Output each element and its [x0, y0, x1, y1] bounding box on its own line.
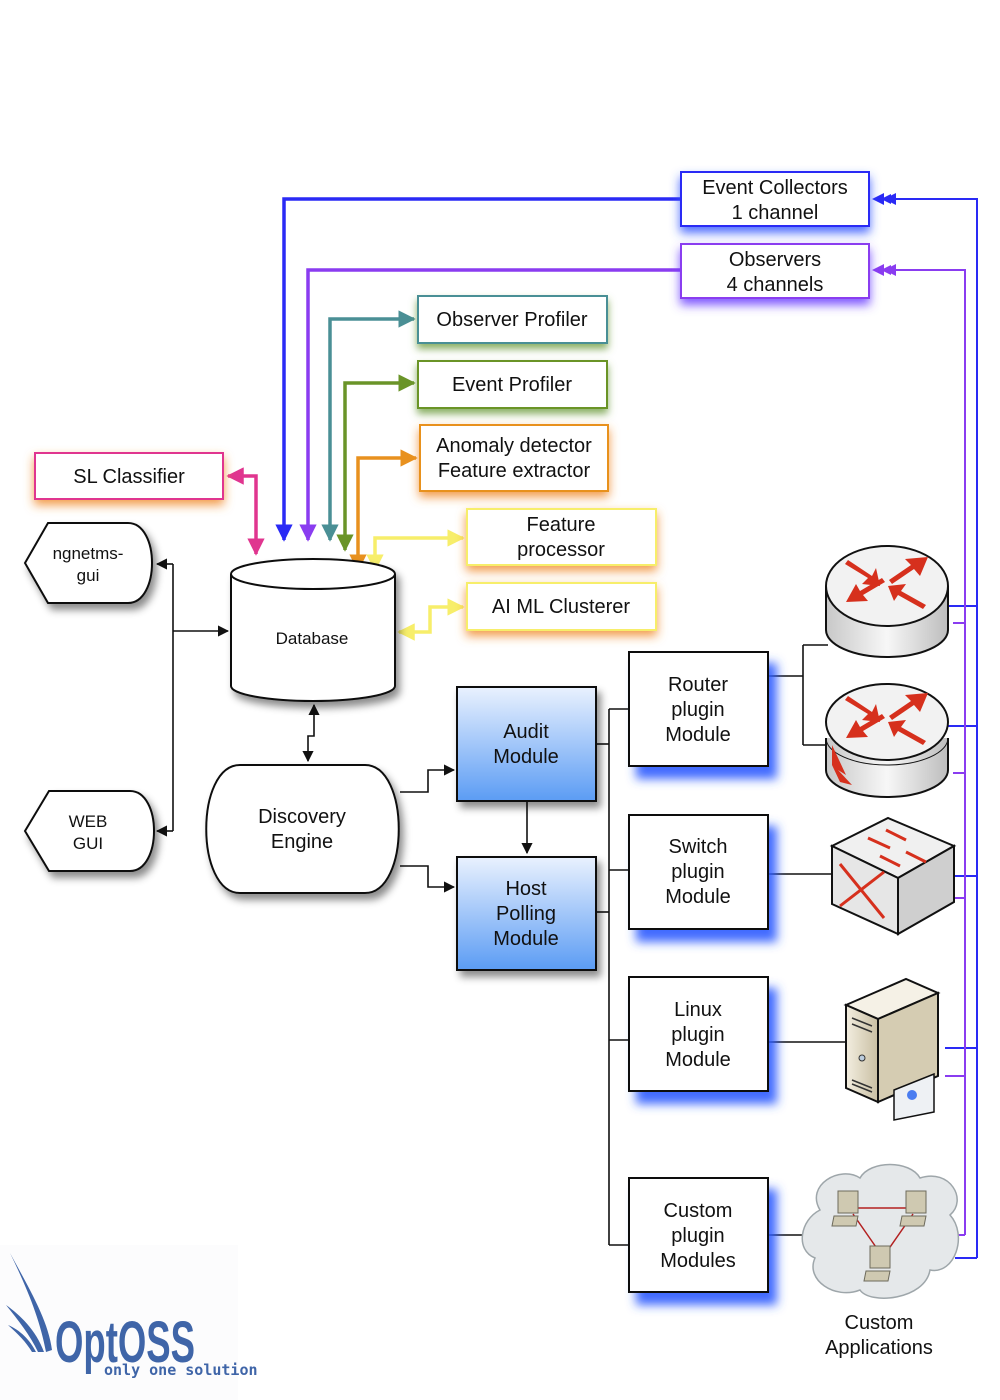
- audit-module-label-2: Module: [493, 746, 559, 768]
- host-polling-label-3: Module: [493, 928, 559, 950]
- switch-icon: [829, 816, 957, 936]
- gui-connectors: [155, 558, 230, 837]
- observers-db-link: [299, 268, 680, 542]
- ai-ml-clusterer-db-link: [397, 598, 465, 641]
- event-profiler-box[interactable]: Event Profiler: [417, 360, 608, 409]
- router-icon: [825, 683, 949, 798]
- custom-plugin-module[interactable]: Custom plugin Modules: [628, 1177, 769, 1293]
- event-collectors-box[interactable]: Event Collectors 1 channel: [680, 171, 870, 227]
- observers-title: Observers: [729, 249, 821, 271]
- router-plugin-module[interactable]: Router plugin Module: [628, 651, 769, 767]
- web-gui-node[interactable]: WEB GUI: [23, 790, 155, 872]
- database-label: Database: [276, 629, 349, 648]
- cloud-network-icon: [801, 1163, 960, 1299]
- discovery-engine-label-2: Engine: [271, 831, 333, 853]
- db-discovery-link: [302, 703, 320, 763]
- web-gui-label-1: WEB: [69, 812, 108, 831]
- switch-plugin-module[interactable]: Switch plugin Module: [628, 814, 769, 930]
- ngnetms-gui-label-2: gui: [77, 566, 100, 585]
- observers-box[interactable]: Observers 4 channels: [680, 243, 870, 299]
- event-profiler-db-link: [336, 374, 416, 552]
- discovery-host-link: [400, 865, 456, 893]
- feature-processor-db-link: [366, 529, 465, 572]
- web-gui-label-2: GUI: [73, 834, 103, 853]
- router-icon: [825, 545, 949, 658]
- event-collectors-channels: 1 channel: [732, 202, 819, 224]
- audit-module-label-1: Audit: [503, 721, 549, 743]
- observers-channels: 4 channels: [727, 274, 824, 296]
- sl-classifier-label: SL Classifier: [73, 466, 185, 488]
- observer-profiler-box[interactable]: Observer Profiler: [417, 295, 608, 344]
- host-polling-module[interactable]: Host Polling Module: [456, 856, 597, 971]
- custom-plugin-label-2: plugin: [671, 1225, 724, 1247]
- audit-module[interactable]: Audit Module: [456, 686, 597, 802]
- ai-ml-clusterer-box[interactable]: AI ML Clusterer: [466, 582, 657, 631]
- discovery-audit-link: [400, 764, 456, 793]
- database[interactable]: [230, 558, 396, 702]
- router-plugin-label-2: plugin: [671, 699, 724, 721]
- sl-classifier-box[interactable]: SL Classifier: [34, 452, 224, 500]
- observer-profiler-db-link: [321, 310, 416, 542]
- logo-swoosh-icon: [6, 1253, 52, 1352]
- anomaly-detector-label: Anomaly detector: [436, 435, 592, 457]
- event-collectors-db-link: [275, 197, 680, 542]
- optoss-logo[interactable]: OptOSS only one solution: [0, 1245, 258, 1400]
- linux-plugin-label-2: plugin: [671, 1024, 724, 1046]
- router-plugin-label-1: Router: [668, 674, 728, 696]
- feature-extractor-label: Feature extractor: [438, 460, 591, 482]
- feature-processor-label-2: processor: [517, 539, 605, 561]
- observer-profiler-label: Observer Profiler: [436, 309, 587, 331]
- switch-plugin-label-1: Switch: [669, 836, 728, 858]
- host-polling-label-2: Polling: [496, 903, 556, 925]
- discovery-engine[interactable]: Discovery Engine: [205, 764, 400, 894]
- logo-tagline: only one solution: [104, 1361, 258, 1379]
- logo-name: OptOSS: [55, 1310, 195, 1375]
- router-plugin-label-3: Module: [665, 724, 731, 746]
- blue-double-arrow-icon: [872, 193, 896, 205]
- linux-plugin-label-1: Linux: [674, 999, 722, 1021]
- anomaly-detector-db-link: [349, 449, 418, 572]
- feature-processor-label-1: Feature: [527, 514, 596, 536]
- ngnetms-gui-node[interactable]: ngnetms- gui: [23, 522, 153, 604]
- ai-ml-clusterer-label: AI ML Clusterer: [492, 596, 631, 618]
- switch-plugin-label-2: plugin: [671, 861, 724, 883]
- purple-double-arrow-icon: [872, 264, 896, 276]
- ngnetms-gui-label-1: ngnetms-: [53, 544, 124, 563]
- event-collectors-title: Event Collectors: [702, 177, 848, 199]
- event-profiler-label: Event Profiler: [452, 374, 572, 396]
- feature-processor-box[interactable]: Feature processor: [466, 508, 657, 566]
- custom-plugin-label-1: Custom: [664, 1200, 733, 1222]
- linux-plugin-module[interactable]: Linux plugin Module: [628, 976, 769, 1092]
- server-icon: [843, 977, 941, 1121]
- discovery-engine-label-1: Discovery: [258, 806, 346, 828]
- custom-plugin-label-3: Modules: [660, 1250, 736, 1272]
- anomaly-detector-box[interactable]: Anomaly detector Feature extractor: [419, 424, 609, 492]
- host-polling-label-1: Host: [505, 878, 547, 900]
- plugin-bus: [597, 644, 846, 1246]
- custom-applications-label-1: Custom: [845, 1312, 914, 1334]
- custom-applications-label-2: Applications: [825, 1337, 933, 1359]
- linux-plugin-label-3: Module: [665, 1049, 731, 1071]
- switch-plugin-label-3: Module: [665, 886, 731, 908]
- sl-classifier-db-link: [226, 467, 265, 556]
